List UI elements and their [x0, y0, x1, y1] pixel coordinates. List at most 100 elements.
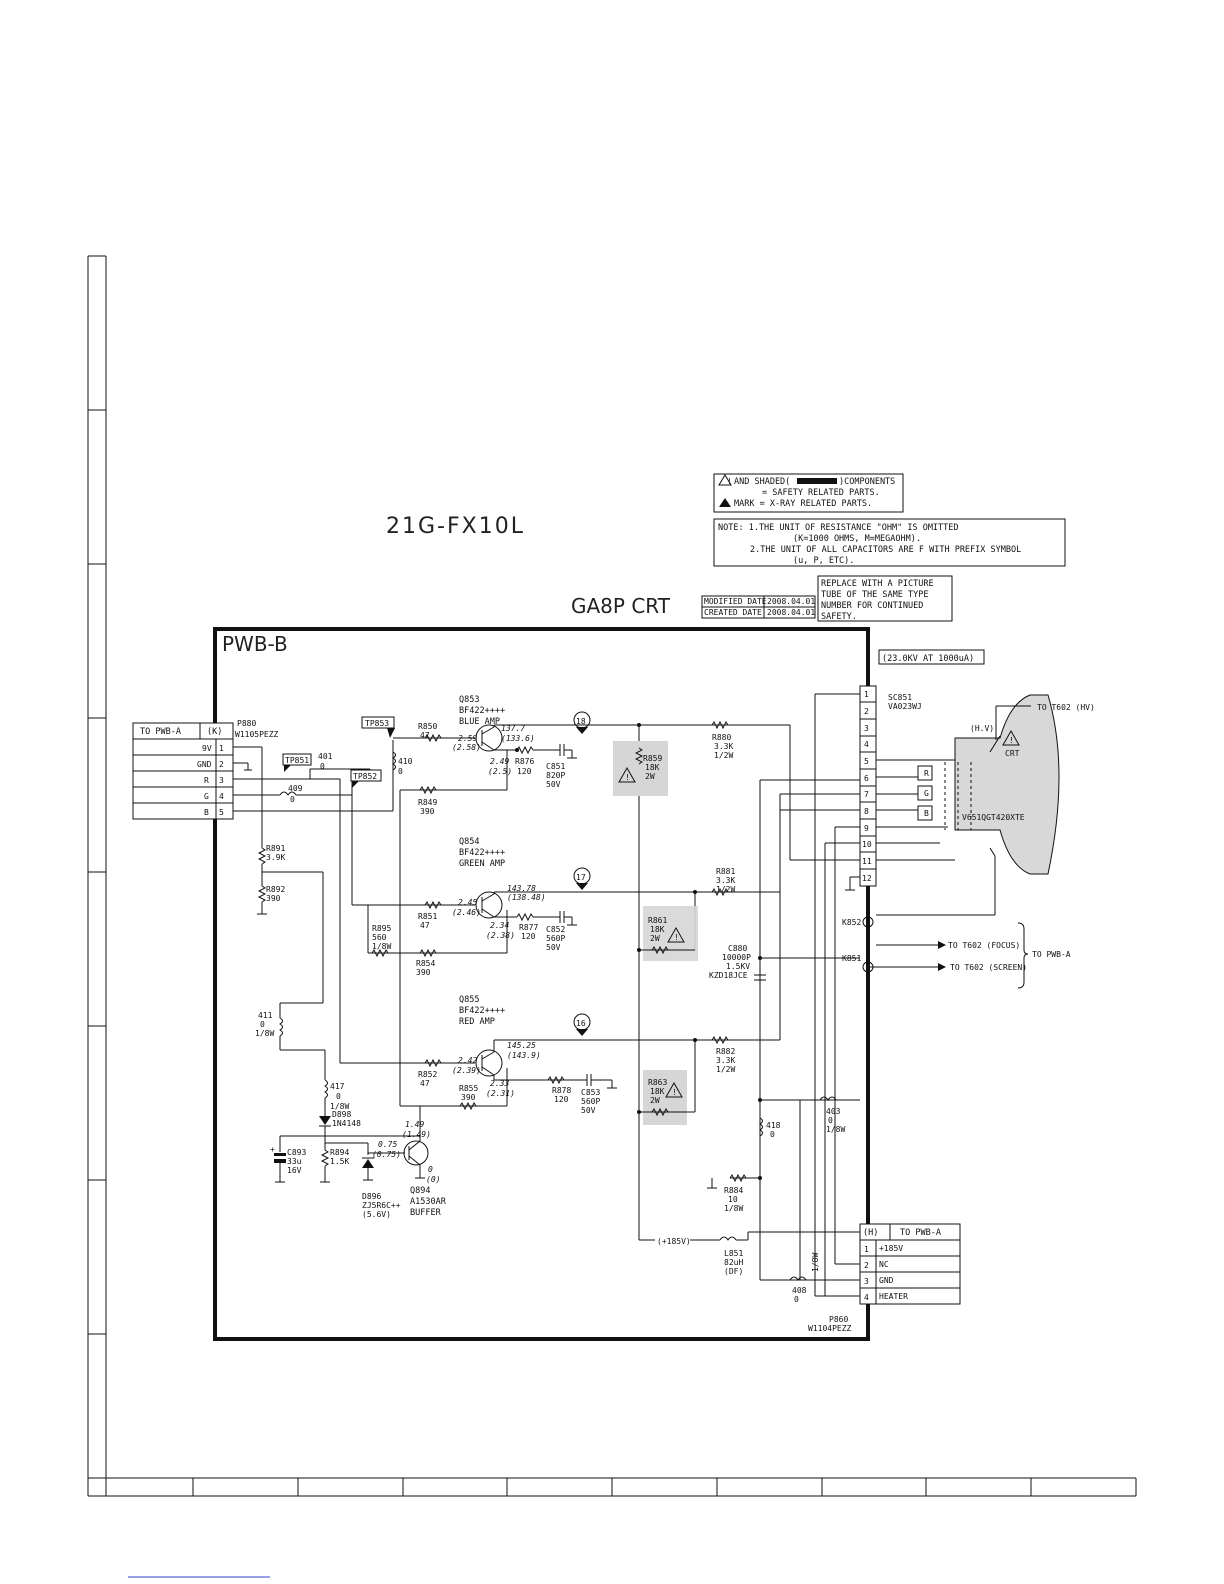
svg-text:4: 4	[864, 740, 869, 749]
d896-v: (5.6V)	[362, 1210, 391, 1219]
r876-ref: R876	[515, 757, 534, 766]
r859-ref: R859	[643, 754, 662, 763]
conn-k-pin3: 3	[219, 776, 224, 785]
k852-label: K852	[842, 918, 861, 927]
q853-vb: 2.59	[458, 734, 477, 743]
c893-val: 33u	[287, 1157, 302, 1166]
q854-vb: 2.45	[458, 898, 477, 907]
pwb-b-outline	[213, 627, 870, 1341]
conn-k-part: W1105PEZZ	[235, 730, 279, 739]
c853-val: 560P	[581, 1097, 600, 1106]
q855-ve: 2.33	[490, 1079, 509, 1088]
c880-v: 1.5KV	[726, 962, 750, 971]
r861-ref: R861	[648, 916, 667, 925]
r849-ref: R849	[418, 798, 437, 807]
r877-val: 120	[521, 932, 536, 941]
q894-ve: 1.49	[405, 1120, 424, 1129]
q894-part: A1530AR	[410, 1197, 447, 1207]
d896-val: ZJ5R6C++	[362, 1201, 401, 1210]
c851-val: 820P	[546, 771, 565, 780]
j418-val: 0	[770, 1130, 775, 1139]
bias-divider	[257, 847, 328, 1116]
d898-val: 1N4148	[332, 1119, 361, 1128]
r855-val: 390	[461, 1093, 476, 1102]
c853-v: 50V	[581, 1106, 596, 1115]
q855-vb: 2.42	[458, 1056, 477, 1065]
q855-ref: Q855	[459, 995, 479, 1005]
r884-w: 1/8W	[724, 1204, 743, 1213]
crt-hv: (H.V)	[970, 724, 994, 733]
j417-ref: 417	[330, 1082, 345, 1091]
q853-vb2: (2.58)	[452, 743, 481, 752]
green-amp	[352, 887, 780, 955]
r863-val: 18K	[650, 1087, 665, 1096]
r884-val: 10	[728, 1195, 738, 1204]
j410-ref: 410	[398, 757, 413, 766]
l851-df: (DF)	[724, 1267, 743, 1276]
date-block: MODIFIED DATE 2008.04.01 CREATED DATE 20…	[701, 595, 816, 619]
j411-ref: 411	[258, 1011, 273, 1020]
svg-text:!: !	[1009, 736, 1014, 745]
j403-val: 0	[828, 1116, 833, 1125]
q855-name: RED AMP	[459, 1017, 495, 1027]
to-focus: TO T602 (FOCUS)	[948, 941, 1020, 950]
conn-k-pin2-label: GND	[197, 760, 212, 769]
q855-part: BF422++++	[459, 1006, 505, 1016]
to-pwba: TO PWB-A	[1032, 950, 1071, 959]
r859-w: 2W	[645, 772, 655, 781]
conn-k-pin5: 5	[219, 808, 224, 817]
j411-val: 0	[260, 1020, 265, 1029]
buffer-stage: +	[270, 1106, 429, 1183]
modified-date: 2008.04.01	[767, 597, 815, 606]
waveform-16: 16	[576, 1019, 586, 1028]
d896-ref: D896	[362, 1192, 381, 1201]
r850-val: 47	[420, 731, 430, 740]
q854-part: BF422++++	[459, 848, 505, 858]
created-date: 2008.04.01	[767, 608, 815, 617]
replace-note-line3: NUMBER FOR CONTINUED	[821, 601, 923, 611]
svg-text:5: 5	[864, 757, 869, 766]
r852-val: 47	[420, 1079, 430, 1088]
c853-ref: C853	[581, 1088, 600, 1097]
conn-k-pin5-label: B	[204, 808, 209, 817]
hv-note: (23.0KV AT 1000uA)	[882, 654, 974, 664]
r891-ref: R891	[266, 844, 285, 853]
r884-ref: R884	[724, 1186, 743, 1195]
j418-ref: 418	[766, 1121, 781, 1130]
q853-vc2: (133.6)	[501, 734, 535, 743]
replace-note-line4: SAFETY.	[821, 612, 857, 622]
shade-swatch	[797, 478, 837, 484]
k851-label: K851	[842, 954, 861, 963]
crt-to-hv: TO T602 (HV)	[1037, 703, 1095, 712]
to-screen: TO T602 (SCREEN)	[950, 963, 1027, 972]
r877-ref: R877	[519, 923, 538, 932]
q894-ve2: (1.49)	[402, 1130, 431, 1139]
r878-val: 120	[554, 1095, 569, 1104]
r882-ref: R882	[716, 1047, 735, 1056]
socket-ref: SC851	[888, 693, 912, 702]
q854-name: GREEN AMP	[459, 859, 505, 869]
r894-val: 1.5K	[330, 1157, 349, 1166]
q854-ve: 2.34	[490, 921, 509, 930]
svg-text:8: 8	[864, 807, 869, 816]
r863-ref: R863	[648, 1078, 667, 1087]
r895-val: 560	[372, 933, 387, 942]
svg-text:11: 11	[862, 857, 872, 866]
conn-h-pin4: 4	[864, 1293, 869, 1302]
unit-note: NOTE: 1.THE UNIT OF RESISTANCE "OHM" IS …	[713, 518, 1066, 567]
r850-ref: R850	[418, 722, 437, 731]
svg-text:!: !	[672, 1088, 677, 1097]
r880-val: 3.3K	[714, 742, 733, 751]
svg-text:!: !	[727, 477, 732, 486]
j410-val: 0	[398, 767, 403, 776]
chassis-title: GA8P CRT	[571, 594, 671, 618]
r863-w: 2W	[650, 1096, 660, 1105]
r854-ref: R854	[416, 959, 435, 968]
socket-part: VA023WJ	[888, 702, 922, 711]
conn-k-pin3-label: R	[204, 776, 209, 785]
j408-val: 0	[794, 1295, 799, 1304]
c852-val: 560P	[546, 934, 565, 943]
tp853-label: TP853	[365, 719, 389, 728]
svg-text:!: !	[625, 773, 630, 782]
q853-ve: 2.49	[490, 757, 509, 766]
